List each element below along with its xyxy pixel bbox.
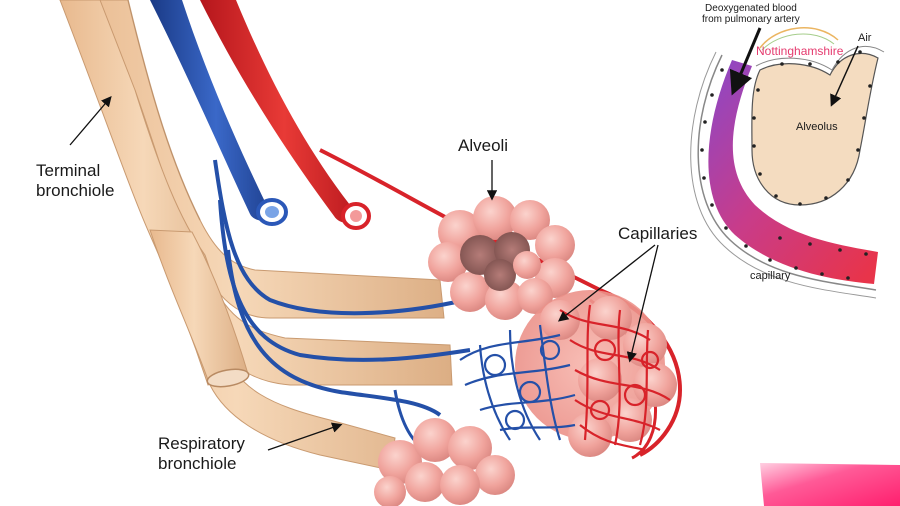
deoxygenated-blood-label-line2: from pulmonary artery [702,14,800,25]
respiratory-bronchiole-label-line2: bronchiole [158,454,245,474]
terminal-bronchiole-label-line2: bronchiole [36,181,114,201]
air-label: Air [858,32,871,45]
deoxygenated-blood-label-line1: Deoxygenated blood [702,3,800,14]
terminal-bronchiole-arrow [70,98,110,145]
respiratory-bronchiole-label: Respiratory bronchiole [158,434,245,473]
alveolus-label: Alveolus [796,121,838,134]
deoxygenated-blood-label: Deoxygenated blood from pulmonary artery [702,3,800,25]
decorative-corner-band [760,463,900,506]
terminal-bronchiole-label: Terminal bronchiole [36,161,114,200]
watermark-text: Nottinghamshire [756,44,843,58]
respiratory-bronchiole-label-line1: Respiratory [158,434,245,454]
capillary-label: capillary [750,270,790,283]
alveoli-label: Alveoli [458,136,508,156]
alveoli-cluster-lower [374,418,515,506]
terminal-bronchiole-label-line1: Terminal [36,161,114,181]
